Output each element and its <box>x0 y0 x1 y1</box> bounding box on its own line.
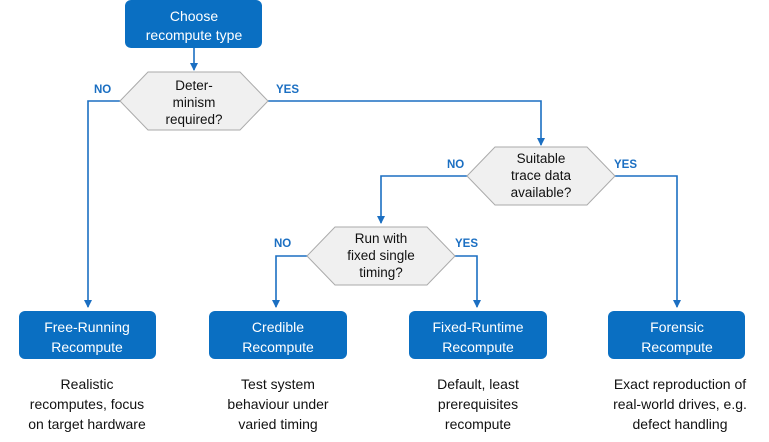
edge-determinism-yes <box>268 100 545 146</box>
forensic-line-1: Forensic <box>650 319 704 335</box>
decision-determinism: Deter- minism required? <box>119 71 269 131</box>
timing-line-3: timing? <box>359 265 403 280</box>
trace-yes-label: YES <box>614 159 637 171</box>
determinism-yes-label: YES <box>276 84 299 96</box>
desc-free-running-line-1: Realistic <box>61 376 114 392</box>
determinism-line-2: minism <box>173 95 216 110</box>
desc-forensic-line-1: Exact reproduction of <box>614 376 746 392</box>
desc-fixed-runtime-line-2: prerequisites <box>438 396 518 412</box>
decision-timing: Run with fixed single timing? <box>306 226 456 286</box>
edge-trace-no <box>377 175 467 224</box>
desc-credible-line-1: Test system <box>241 376 315 392</box>
determinism-no-label: NO <box>94 84 111 96</box>
trace-line-1: Suitable <box>517 151 566 166</box>
free-running-line-2: Recompute <box>51 339 123 355</box>
start-box: Choose recompute type <box>125 0 262 48</box>
timing-line-2: fixed single <box>347 248 415 263</box>
fixed-runtime-line-1: Fixed-Runtime <box>432 319 523 335</box>
desc-fixed-runtime: Default, least prerequisites recompute <box>437 376 519 432</box>
trace-no-label: NO <box>447 159 464 171</box>
determinism-line-1: Deter- <box>175 78 213 93</box>
desc-free-running-line-2: recomputes, focus <box>30 396 144 412</box>
free-running-line-1: Free-Running <box>44 319 130 335</box>
credible-line-1: Credible <box>252 319 304 335</box>
fixed-runtime-line-2: Recompute <box>442 339 514 355</box>
forensic-line-2: Recompute <box>641 339 713 355</box>
desc-free-running-line-3: on target hardware <box>28 416 146 432</box>
desc-forensic: Exact reproduction of real-world drives,… <box>613 376 747 432</box>
start-line-1: Choose <box>170 8 218 24</box>
trace-line-3: available? <box>511 185 572 200</box>
desc-credible-line-3: varied timing <box>238 416 317 432</box>
edge-determinism-no <box>84 100 120 308</box>
timing-no-label: NO <box>274 238 291 250</box>
trace-line-2: trace data <box>511 168 572 183</box>
desc-free-running: Realistic recomputes, focus on target ha… <box>28 376 146 432</box>
outcome-credible: Credible Recompute <box>209 311 347 359</box>
edge-trace-yes <box>615 175 681 308</box>
decision-trace: Suitable trace data available? <box>466 146 616 206</box>
credible-line-2: Recompute <box>242 339 314 355</box>
determinism-line-3: required? <box>165 112 222 127</box>
outcome-free-running: Free-Running Recompute <box>19 311 156 359</box>
desc-credible-line-2: behaviour under <box>227 396 329 412</box>
edge-timing-yes <box>455 255 481 308</box>
desc-forensic-line-2: real-world drives, e.g. <box>613 396 747 412</box>
timing-yes-label: YES <box>455 238 478 250</box>
outcome-forensic: Forensic Recompute <box>608 311 745 359</box>
desc-forensic-line-3: defect handling <box>633 416 728 432</box>
start-line-2: recompute type <box>146 27 243 43</box>
desc-credible: Test system behaviour under varied timin… <box>227 376 329 432</box>
timing-line-1: Run with <box>355 231 408 246</box>
outcome-fixed-runtime: Fixed-Runtime Recompute <box>409 311 547 359</box>
edge-timing-no <box>272 255 307 308</box>
desc-fixed-runtime-line-1: Default, least <box>437 376 519 392</box>
desc-fixed-runtime-line-3: recompute <box>445 416 511 432</box>
